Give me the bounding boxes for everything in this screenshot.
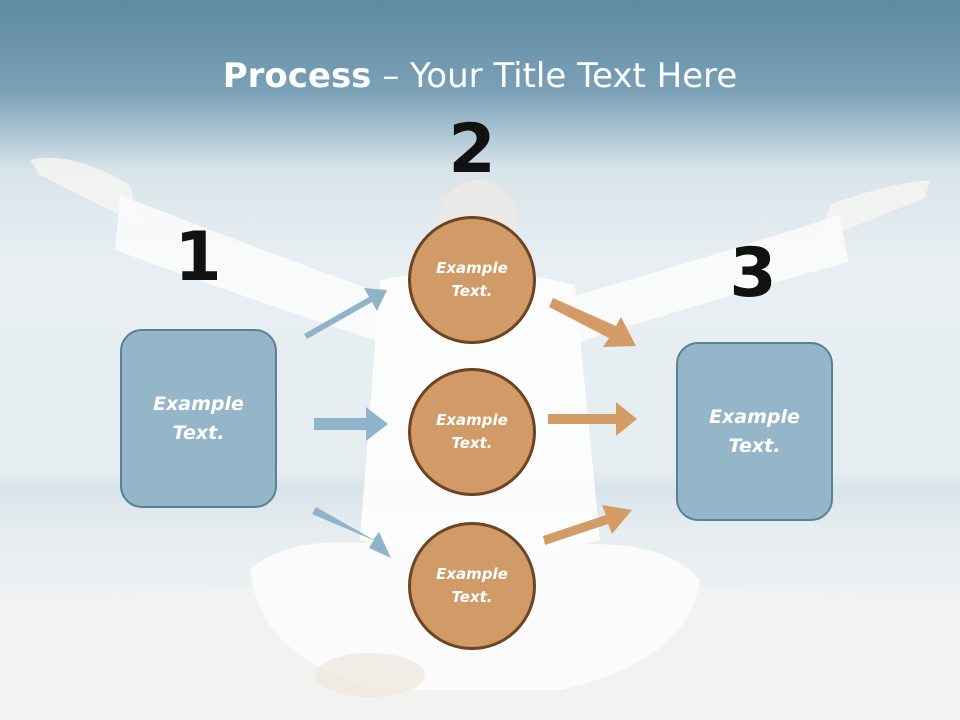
arrow-left-to-bottom (312, 507, 391, 558)
arrow-left-to-top (304, 288, 387, 339)
arrow-bottom-to-right (543, 505, 632, 545)
slide-title: Process – Your Title Text Here (0, 54, 960, 98)
arrow-left-to-middle (314, 407, 388, 441)
step-2-circle-top: Example Text. (408, 216, 536, 344)
input-arrows (304, 288, 391, 558)
title-bold: Process (222, 56, 372, 96)
step-1-box: Example Text. (120, 329, 277, 508)
step-3-box: Example Text. (676, 342, 833, 521)
step-number-2: 2 (448, 110, 496, 189)
step-2-circle-middle: Example Text. (408, 368, 536, 496)
arrow-top-to-right (549, 298, 636, 347)
step-number-3: 3 (729, 234, 777, 313)
step-1-text: Example Text. (153, 392, 244, 444)
circle-top-text: Example Text. (436, 259, 508, 300)
output-arrows (543, 298, 637, 545)
step-number-1: 1 (174, 218, 222, 297)
circle-bottom-text: Example Text. (436, 565, 508, 606)
circle-middle-text: Example Text. (436, 411, 508, 452)
title-rest: – Your Title Text Here (371, 56, 738, 96)
step-3-text: Example Text. (709, 405, 800, 457)
step-2-circle-bottom: Example Text. (408, 522, 536, 650)
arrow-middle-to-right (548, 402, 637, 436)
